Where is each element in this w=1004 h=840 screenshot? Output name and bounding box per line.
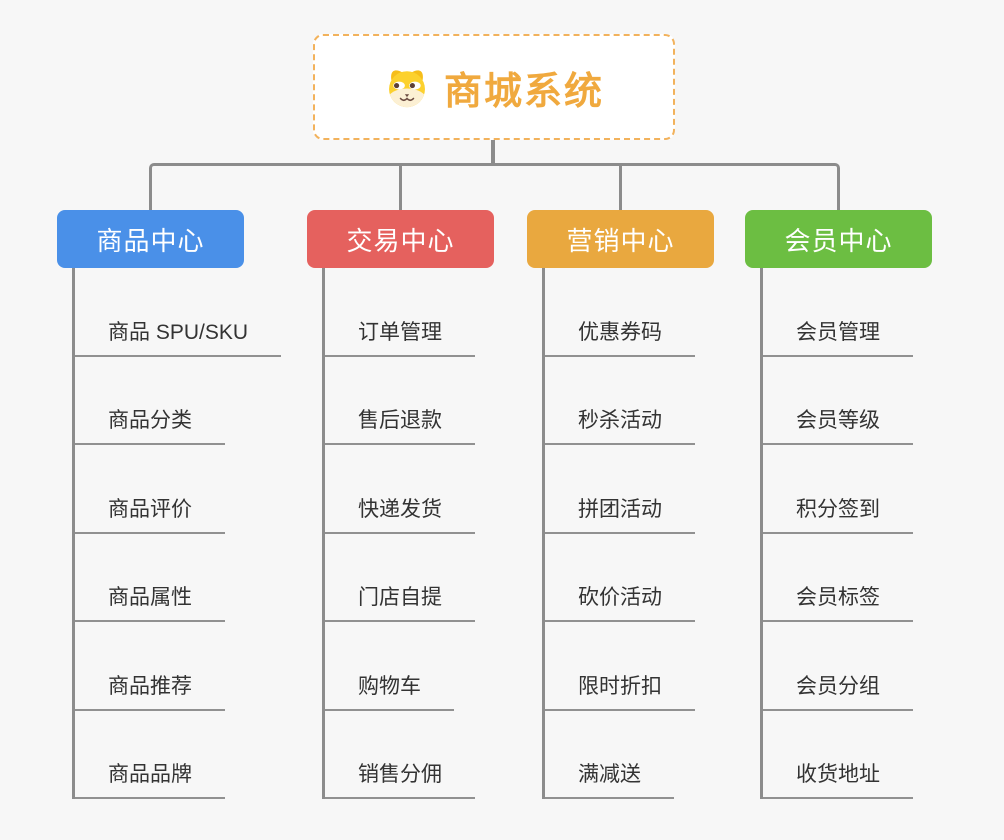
branch-product: 商品中心 商品 SPU/SKU 商品分类 商品评价 商品属性 商品推荐 商品品牌 (57, 210, 282, 799)
child-node[interactable]: 收货地址 (763, 758, 913, 799)
branch-label: 商品中心 (96, 225, 205, 256)
child-node[interactable]: 销售分佣 (325, 758, 475, 799)
branch-node-member[interactable]: 会员中心 (745, 210, 932, 268)
branch-label: 交易中心 (346, 225, 455, 256)
child-node[interactable]: 拼团活动 (545, 493, 695, 534)
child-node[interactable]: 砍价活动 (545, 581, 695, 622)
root-title: 商城系统 (443, 70, 604, 113)
branch-children: 订单管理 售后退款 快递发货 门店自提 购物车 销售分佣 (322, 268, 475, 799)
child-node[interactable]: 商品品牌 (75, 758, 225, 799)
child-node[interactable]: 门店自提 (325, 581, 475, 622)
branch-node-marketing[interactable]: 营销中心 (527, 210, 714, 268)
branch-label: 营销中心 (566, 225, 675, 256)
branch-node-product[interactable]: 商品中心 (57, 210, 244, 268)
branch-label: 会员中心 (784, 225, 893, 256)
child-node[interactable]: 订单管理 (325, 316, 475, 357)
child-node[interactable]: 快递发货 (325, 493, 475, 534)
child-node[interactable]: 秒杀活动 (545, 404, 695, 445)
child-node[interactable]: 商品推荐 (75, 670, 225, 711)
branch-children: 会员管理 会员等级 积分签到 会员标签 会员分组 收货地址 (760, 268, 913, 799)
branch-member: 会员中心 会员管理 会员等级 积分签到 会员标签 会员分组 收货地址 (745, 210, 932, 799)
connector-branch-elbow (149, 163, 840, 210)
child-node[interactable]: 优惠券码 (545, 316, 695, 357)
connector-root-stem (491, 140, 495, 166)
branch-node-trade[interactable]: 交易中心 (307, 210, 494, 268)
child-node[interactable]: 会员分组 (763, 670, 913, 711)
root-node[interactable]: 商城系统 (313, 34, 675, 140)
dog-face-icon (389, 70, 425, 108)
child-node[interactable]: 商品分类 (75, 404, 225, 445)
child-node[interactable]: 售后退款 (325, 404, 475, 445)
branch-marketing: 营销中心 优惠券码 秒杀活动 拼团活动 砍价活动 限时折扣 满减送 (527, 210, 714, 799)
child-node[interactable]: 满减送 (545, 758, 674, 799)
branch-children: 优惠券码 秒杀活动 拼团活动 砍价活动 限时折扣 满减送 (542, 268, 695, 799)
child-node[interactable]: 商品属性 (75, 581, 225, 622)
branch-trade: 交易中心 订单管理 售后退款 快递发货 门店自提 购物车 销售分佣 (307, 210, 494, 799)
child-node[interactable]: 会员等级 (763, 404, 913, 445)
child-node[interactable]: 积分签到 (763, 493, 913, 534)
branch-children: 商品 SPU/SKU 商品分类 商品评价 商品属性 商品推荐 商品品牌 (72, 268, 282, 799)
connector-drop-marketing (619, 165, 622, 210)
child-node[interactable]: 购物车 (325, 670, 454, 711)
child-node[interactable]: 限时折扣 (545, 670, 695, 711)
connector-drop-trade (399, 165, 402, 210)
child-node[interactable]: 商品 SPU/SKU (75, 316, 282, 357)
child-node[interactable]: 会员标签 (763, 581, 913, 622)
child-node[interactable]: 商品评价 (75, 493, 225, 534)
child-node[interactable]: 会员管理 (763, 316, 913, 357)
